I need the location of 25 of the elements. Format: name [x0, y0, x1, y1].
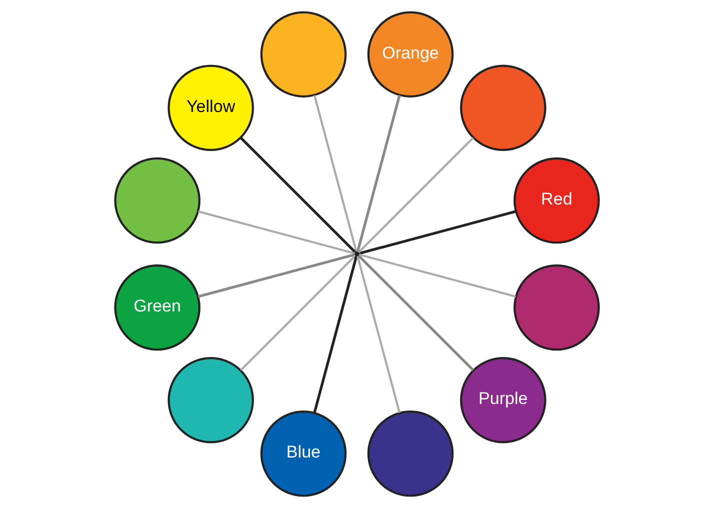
node-circle: Yellow	[167, 64, 254, 151]
connector	[358, 210, 516, 255]
connector	[240, 254, 356, 371]
node-circle	[366, 410, 454, 497]
node-circle: Purple	[460, 357, 546, 444]
node-circle	[167, 357, 254, 444]
connector	[356, 94, 400, 252]
node-circle	[260, 11, 346, 98]
node-circle	[460, 64, 546, 151]
node-circle: Red	[513, 157, 600, 244]
connector	[239, 136, 356, 254]
connector	[312, 94, 357, 252]
node-circle: Blue	[260, 410, 346, 497]
connector	[197, 210, 355, 254]
connector	[357, 137, 474, 254]
node-circle: Green	[114, 264, 200, 351]
node-circle	[513, 264, 600, 351]
node-circle	[114, 157, 200, 244]
connector	[358, 254, 516, 298]
connector	[197, 253, 355, 298]
node-circle: Orange	[366, 11, 454, 98]
connector	[356, 256, 400, 414]
connector	[357, 254, 474, 372]
node-point	[354, 252, 359, 256]
connector	[312, 256, 358, 414]
